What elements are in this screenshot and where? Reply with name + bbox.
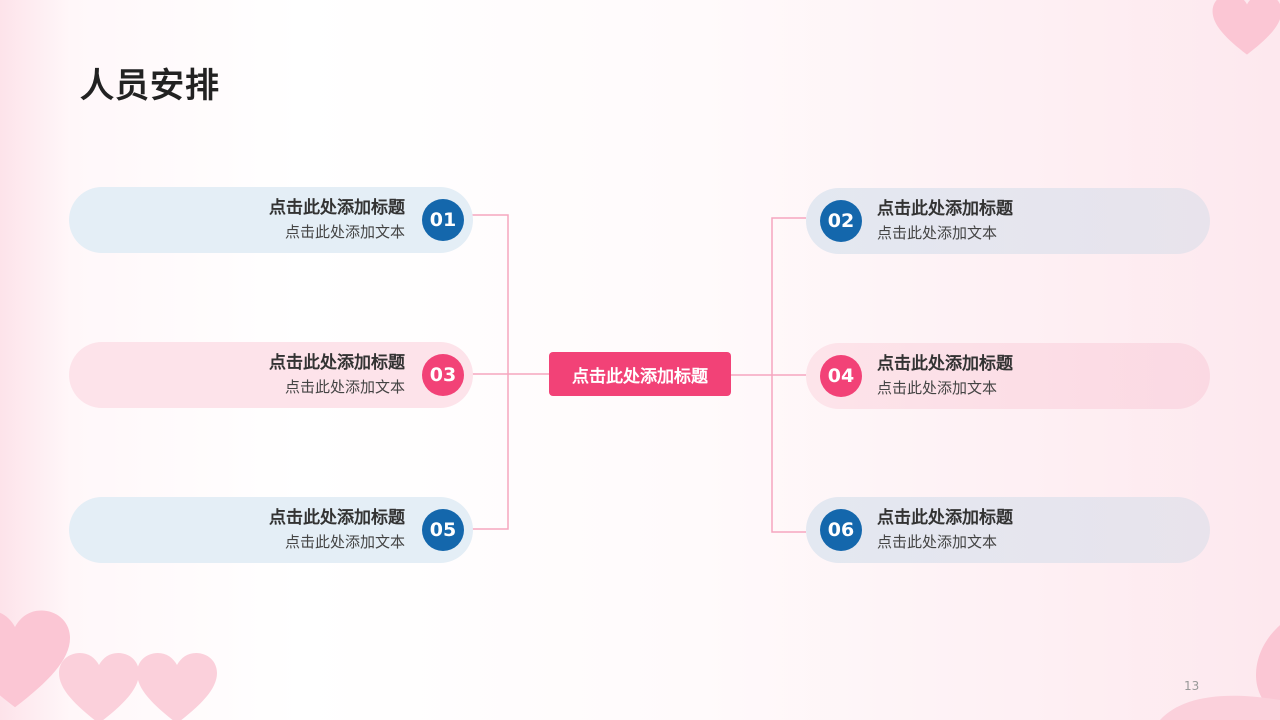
list-item-03[interactable]: 点击此处添加标题 点击此处添加文本 03 [69,342,473,408]
page-title: 人员安排 [80,66,220,106]
item-title: 点击此处添加标题 [269,508,405,528]
item-title: 点击此处添加标题 [877,354,1013,374]
list-item-05[interactable]: 点击此处添加标题 点击此处添加文本 05 [69,497,473,563]
item-text: 点击此处添加文本 [284,378,405,396]
number-badge: 05 [422,509,464,551]
list-item-06[interactable]: 06 点击此处添加标题 点击此处添加文本 [806,497,1210,563]
item-title: 点击此处添加标题 [269,198,405,218]
number-badge: 04 [820,355,862,397]
heart-icon [1160,695,1280,720]
number-badge: 02 [820,200,862,242]
number-badge: 06 [820,509,862,551]
center-title-box[interactable]: 点击此处添加标题 [549,352,731,396]
heart-icon [59,653,139,720]
item-text: 点击此处添加文本 [877,533,998,551]
number-badge: 01 [422,199,464,241]
heart-icon [1256,625,1280,715]
heart-icon [0,610,70,708]
list-item-04[interactable]: 04 点击此处添加标题 点击此处添加文本 [806,343,1210,409]
item-title: 点击此处添加标题 [877,508,1013,528]
item-title: 点击此处添加标题 [269,353,405,373]
page-number: 13 [1184,679,1200,693]
number-badge: 03 [422,354,464,396]
heart-icon [1212,0,1280,55]
item-text: 点击此处添加文本 [284,223,405,241]
item-title: 点击此处添加标题 [877,199,1013,219]
list-item-01[interactable]: 点击此处添加标题 点击此处添加文本 01 [69,187,473,253]
item-text: 点击此处添加文本 [284,533,405,551]
item-text: 点击此处添加文本 [877,379,998,397]
list-item-02[interactable]: 02 点击此处添加标题 点击此处添加文本 [806,188,1210,254]
heart-icon [137,653,217,720]
item-text: 点击此处添加文本 [877,224,998,242]
